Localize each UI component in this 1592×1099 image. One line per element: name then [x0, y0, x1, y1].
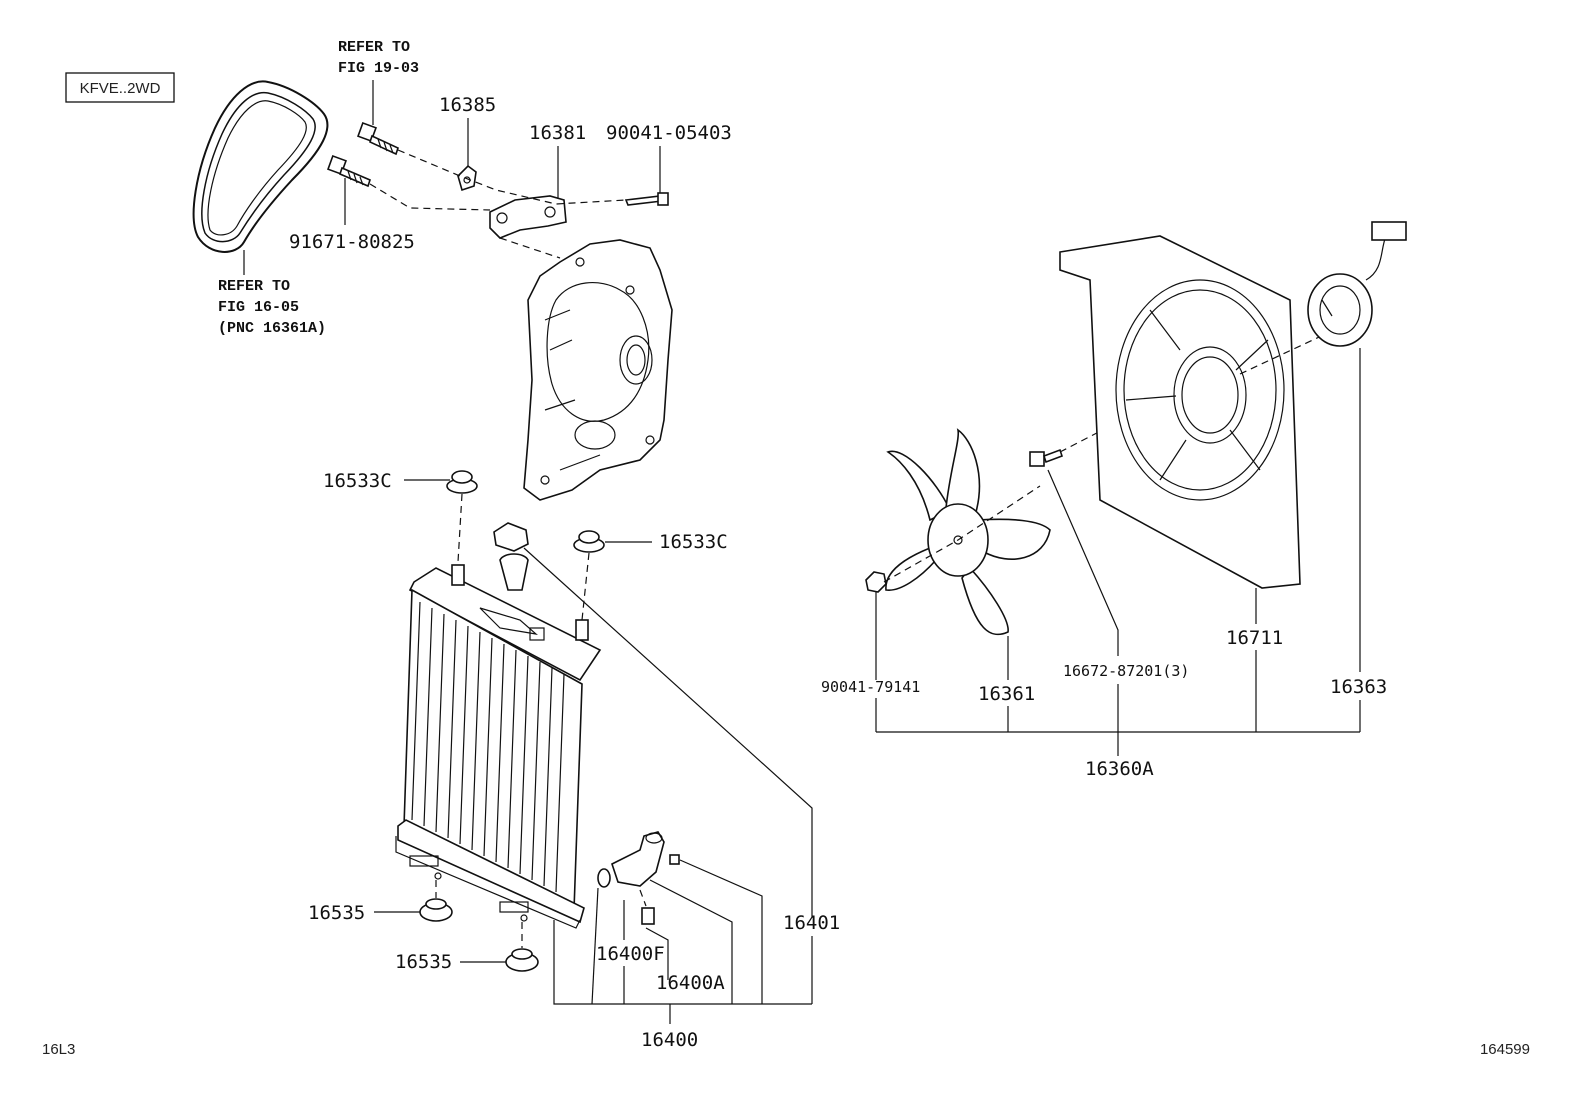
refer-note-belt-line1: REFER TO	[218, 278, 290, 295]
footer-left-code: 16L3	[42, 1041, 75, 1058]
screw-16672-87201	[1029, 448, 1064, 467]
radiator-16400	[395, 553, 602, 929]
label-16533c-right: 16533C	[659, 531, 728, 553]
label-16361: 16361	[978, 683, 1035, 705]
clip-16385	[457, 164, 477, 192]
label-16400a: 16400A	[656, 972, 725, 994]
grommet-16533c-right	[573, 530, 605, 553]
label-90041-05403: 90041-05403	[606, 122, 732, 144]
grommet-16535-upper	[419, 898, 453, 922]
label-16711: 16711	[1226, 627, 1283, 649]
outlet-pipe	[611, 831, 665, 887]
label-16533c-left: 16533C	[323, 470, 392, 492]
refer-note-belt-line2: FIG 16-05	[218, 299, 299, 316]
fan-16361	[885, 428, 1051, 636]
label-16385: 16385	[439, 94, 496, 116]
label-16400f: 16400F	[596, 943, 665, 965]
label-91671-80825: 91671-80825	[289, 231, 415, 253]
bolt-upper	[357, 122, 399, 156]
refer-note-top-line2: FIG 19-03	[338, 60, 419, 77]
label-16401: 16401	[783, 912, 840, 934]
grommet-16535-lower	[505, 948, 539, 972]
o-ring	[597, 868, 611, 888]
nut-90041-79141	[865, 571, 887, 593]
refer-note-belt-line3: (PNC 16361A)	[218, 320, 326, 337]
motor-16363	[1307, 221, 1407, 347]
label-16535-upper: 16535	[308, 902, 365, 924]
label-16363: 16363	[1330, 676, 1387, 698]
timing-cover	[523, 239, 673, 501]
label-16535-lower: 16535	[395, 951, 452, 973]
grommet-16533c-left	[446, 470, 478, 494]
variant-box: KFVE..2WD	[65, 72, 175, 103]
label-16360a: 16360A	[1085, 758, 1154, 780]
refer-note-top-line1: REFER TO	[338, 39, 410, 56]
label-16400: 16400	[641, 1029, 698, 1051]
bolt-90041-05403	[624, 192, 669, 206]
bolt-91671-80825	[327, 155, 371, 188]
label-16672-87201: 16672-87201(3)	[1063, 662, 1189, 680]
drive-belt	[192, 80, 329, 253]
radiator-cap	[493, 522, 529, 552]
bolt-outlet	[669, 854, 680, 865]
label-16381: 16381	[529, 122, 586, 144]
shroud-16711	[1059, 235, 1301, 589]
bracket-16381	[489, 195, 567, 239]
label-90041-79141: 90041-79141	[821, 678, 920, 696]
footer-right-code: 164599	[1480, 1041, 1530, 1058]
variant-label: KFVE..2WD	[80, 80, 161, 97]
drain-plug-16400f	[641, 907, 655, 925]
